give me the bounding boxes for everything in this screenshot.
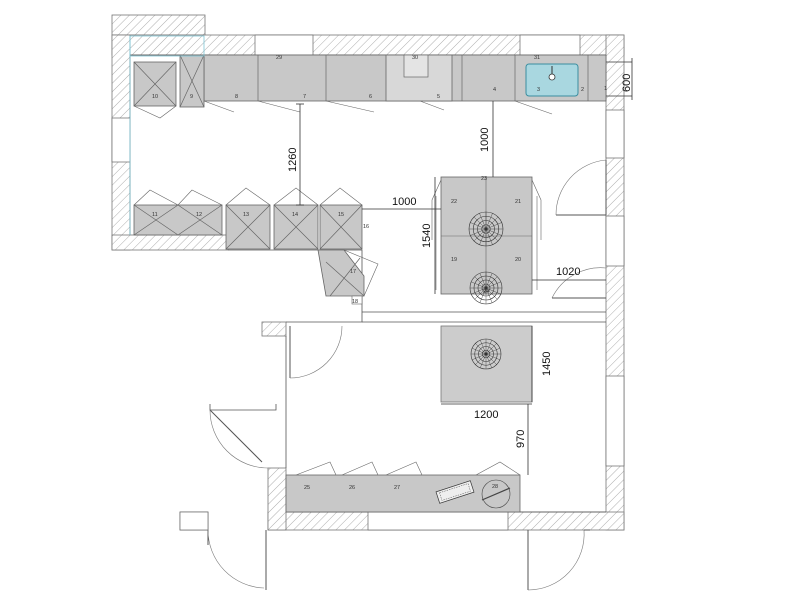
- cab-num-27: 27: [394, 485, 400, 491]
- top-counter: [129, 35, 607, 235]
- windows: [111, 34, 625, 531]
- dim-600: 600: [621, 74, 633, 92]
- dim-1540: 1540: [421, 224, 433, 248]
- cab-num-16: 16: [363, 224, 369, 230]
- dim-1000-top: 1000: [479, 128, 491, 152]
- wall-chimney: [111, 14, 206, 36]
- dim-1000-left: 1000: [392, 196, 416, 208]
- cab-num-7: 7: [303, 94, 306, 100]
- hob-small-icon: [481, 479, 511, 509]
- dim-1450: 1450: [541, 352, 553, 376]
- window-bottom: [367, 511, 509, 531]
- cab-num-13: 13: [243, 212, 249, 218]
- doors: [207, 159, 607, 591]
- island: [431, 176, 542, 295]
- cabinet-18: [351, 295, 363, 305]
- cabinet-11-12: [133, 204, 223, 236]
- dim-1020: 1020: [556, 266, 580, 278]
- cab-num-17: 17: [350, 269, 356, 275]
- cab-num-30: 30: [412, 55, 418, 61]
- cab-num-26: 26: [349, 485, 355, 491]
- cab-num-31: 31: [534, 55, 540, 61]
- window-bottom-left: [179, 511, 209, 531]
- extractor-hood: [403, 54, 429, 78]
- hobs: [468, 211, 504, 370]
- window-right-2: [605, 215, 625, 267]
- hob-island-top-icon: [468, 211, 504, 247]
- window-right-3: [605, 375, 625, 467]
- cab-num-8: 8: [235, 94, 238, 100]
- cab-num-20: 20: [515, 257, 521, 263]
- dim-1260: 1260: [287, 148, 299, 172]
- left-lower-counter: [133, 187, 379, 305]
- wall-lower-left: [267, 467, 287, 531]
- cab-num-15: 15: [338, 212, 344, 218]
- sink-tap-icon: [548, 73, 556, 81]
- cabinet-17: [317, 249, 365, 297]
- cabinet-numbers: 1 2 3 4 5 6 7 8 9 10 11 12 13 14 15 16 1…: [152, 55, 607, 491]
- cab-num-29: 29: [276, 55, 282, 61]
- dining-table: [440, 325, 533, 403]
- island-counter: [440, 176, 533, 295]
- cab-num-25: 25: [304, 485, 310, 491]
- cab-num-6: 6: [369, 94, 372, 100]
- dim-1200: 1200: [474, 409, 498, 421]
- wall-middle-stub: [261, 321, 287, 337]
- cab-num-12: 12: [196, 212, 202, 218]
- bottom-counter: [285, 461, 521, 513]
- room-lines: [129, 54, 606, 513]
- cab-num-18: 18: [352, 299, 358, 305]
- hob-table-icon: [470, 338, 502, 370]
- window-right-1: [605, 109, 625, 159]
- dimension-labels: 600 1000 1260 1000 1540 1020 1450 1200 9…: [287, 74, 633, 448]
- cab-num-10: 10: [152, 94, 158, 100]
- cab-num-21: 21: [515, 199, 521, 205]
- cab-num-9: 9: [190, 94, 193, 100]
- cab-num-2: 2: [581, 87, 584, 93]
- window-left: [111, 117, 131, 163]
- cab-num-22: 22: [451, 199, 457, 205]
- cab-num-4: 4: [493, 87, 496, 93]
- cab-num-24: 24: [483, 289, 489, 295]
- window-top-left: [254, 34, 314, 56]
- cab-num-1: 1: [604, 86, 607, 92]
- cab-num-5: 5: [437, 94, 440, 100]
- cabinet-bottom-run: [285, 474, 521, 513]
- cab-num-23: 23: [481, 176, 487, 182]
- dim-970: 970: [515, 430, 527, 448]
- dimension-lines: [296, 58, 633, 475]
- microwave-icon: [435, 480, 475, 504]
- hob-island-bottom-icon: [469, 271, 503, 305]
- cab-num-11: 11: [152, 212, 158, 218]
- wall-left-bottom: [111, 234, 229, 251]
- window-top-right: [519, 34, 581, 56]
- cab-num-3: 3: [537, 87, 540, 93]
- cab-num-19: 19: [451, 257, 457, 263]
- cab-num-14: 14: [292, 212, 298, 218]
- cab-num-28: 28: [492, 484, 498, 490]
